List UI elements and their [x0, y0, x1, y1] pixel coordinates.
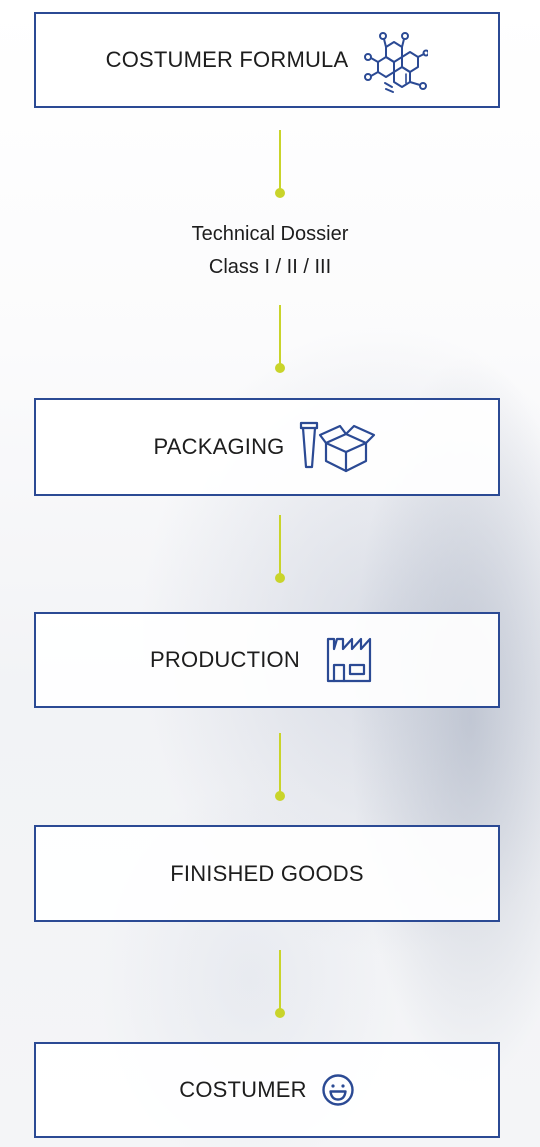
- step-production: PRODUCTION: [34, 612, 500, 708]
- tube-and-box-icon: [298, 421, 380, 473]
- step-costumer-formula: COSTUMER FORMULA: [34, 12, 500, 108]
- step-label: PACKAGING: [153, 434, 285, 459]
- step-label: FINISHED GOODS: [170, 860, 364, 886]
- connector-dot: [275, 188, 285, 198]
- connector-dot: [275, 791, 285, 801]
- step-label: PRODUCTION: [150, 647, 300, 672]
- step-label: COSTUMER FORMULA: [105, 47, 349, 72]
- molecule-icon: [362, 27, 429, 93]
- step-costumer: COSTUMER: [34, 1042, 500, 1138]
- smiley-icon: [321, 1073, 355, 1107]
- dossier-class: Class I / II / III: [208, 256, 332, 278]
- connector-dot: [275, 573, 285, 583]
- dossier-title: Technical Dossier: [191, 223, 349, 245]
- technical-dossier-note: Technical Dossier Class I / II / III: [0, 218, 540, 284]
- step-packaging: PACKAGING: [34, 398, 500, 496]
- step-finished-goods: FINISHED GOODS: [34, 825, 500, 922]
- connector-dot: [275, 1008, 285, 1018]
- connector-dot: [275, 363, 285, 373]
- step-label: COSTUMER: [179, 1077, 307, 1102]
- factory-icon: [314, 635, 384, 685]
